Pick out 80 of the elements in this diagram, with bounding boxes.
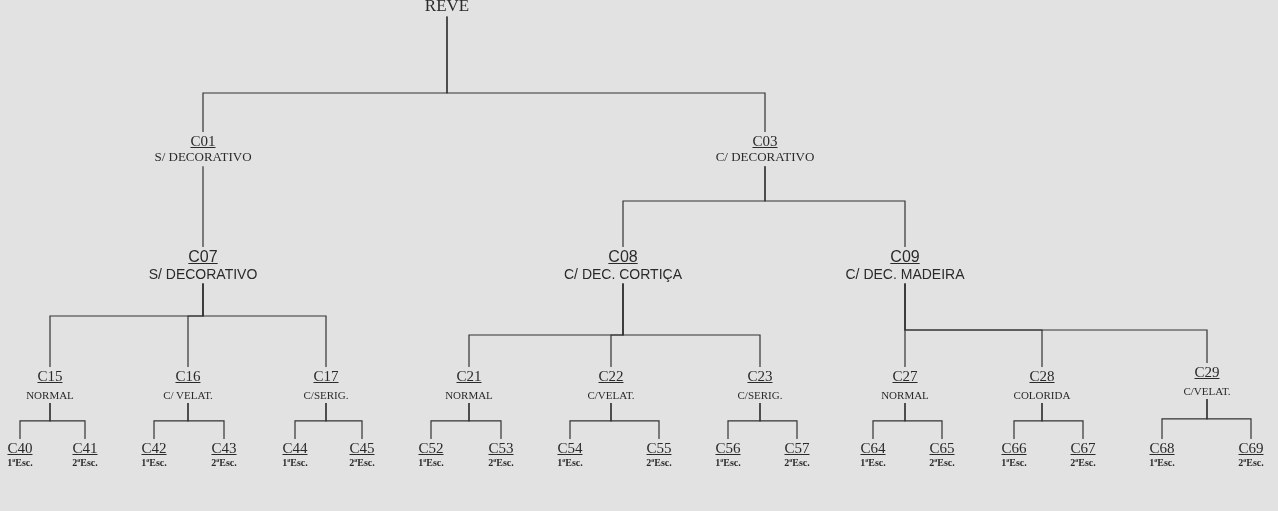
category-description: COLORIDA xyxy=(1013,389,1071,402)
category-description: S/ DECORATIVO xyxy=(148,266,258,283)
connector-line xyxy=(764,165,906,248)
category-code: C22 xyxy=(598,368,624,386)
category-description: 2ªEsc. xyxy=(1070,457,1096,469)
category-description: 1ªEsc. xyxy=(1149,457,1175,469)
category-code: C28 xyxy=(1029,368,1055,386)
category-code: C03 xyxy=(752,133,778,151)
category-code: C53 xyxy=(488,440,514,458)
category-description: C/ VELAT. xyxy=(163,389,213,402)
category-code: C21 xyxy=(456,368,482,386)
category-description: 1ªEsc. xyxy=(557,457,583,469)
category-description: NORMAL xyxy=(445,389,493,402)
connector-line xyxy=(622,282,761,368)
category-description: NORMAL xyxy=(26,389,74,402)
category-description: C/ DEC. MADEIRA xyxy=(845,266,965,283)
root-label: REVE xyxy=(424,0,470,16)
category-description: C/VELAT. xyxy=(1183,385,1231,398)
category-code: C55 xyxy=(646,440,672,458)
category-code: C64 xyxy=(860,440,886,458)
category-code: C66 xyxy=(1001,440,1027,458)
category-description: 1ªEsc. xyxy=(141,457,167,469)
connector-line xyxy=(1041,402,1084,440)
category-description: 2ªEsc. xyxy=(646,457,672,469)
category-description: C/ DECORATIVO xyxy=(715,150,815,166)
connector-line xyxy=(446,15,766,133)
category-code: C40 xyxy=(7,440,33,458)
category-description: C/SERIG. xyxy=(737,389,783,402)
category-description: NORMAL xyxy=(881,389,929,402)
category-code: C52 xyxy=(418,440,444,458)
category-description: 2ªEsc. xyxy=(784,457,810,469)
category-code: C07 xyxy=(188,248,218,267)
category-description: 1ªEsc. xyxy=(7,457,33,469)
category-description: 2ªEsc. xyxy=(929,457,955,469)
category-description: C/ DEC. CORTIÇA xyxy=(564,266,682,283)
connector-line xyxy=(468,402,502,440)
category-description: 2ªEsc. xyxy=(1238,457,1264,469)
category-code: C23 xyxy=(747,368,773,386)
category-description: S/ DECORATIVO xyxy=(154,150,252,166)
connector-line xyxy=(325,402,363,440)
category-description: 2ªEsc. xyxy=(488,457,514,469)
category-description: 2ªEsc. xyxy=(72,457,98,469)
connector-line xyxy=(202,282,327,368)
connector-line xyxy=(759,402,798,440)
category-code: C17 xyxy=(313,368,339,386)
category-code: C16 xyxy=(175,368,201,386)
category-code: C29 xyxy=(1194,364,1220,382)
category-description: 1ªEsc. xyxy=(418,457,444,469)
category-description: 2ªEsc. xyxy=(349,457,375,469)
category-code: C15 xyxy=(37,368,63,386)
category-code: C27 xyxy=(892,368,918,386)
category-code: C09 xyxy=(890,248,920,267)
category-code: C41 xyxy=(72,440,98,458)
category-description: 1ªEsc. xyxy=(1001,457,1027,469)
category-code: C57 xyxy=(784,440,810,458)
connector-line xyxy=(1206,398,1252,440)
category-code: C08 xyxy=(608,248,638,267)
category-code: C69 xyxy=(1238,440,1264,458)
category-code: C43 xyxy=(211,440,237,458)
category-description: 1ªEsc. xyxy=(860,457,886,469)
category-description: 2ªEsc. xyxy=(211,457,237,469)
category-description: 1ªEsc. xyxy=(715,457,741,469)
category-code: C42 xyxy=(141,440,167,458)
category-code: C68 xyxy=(1149,440,1175,458)
connector-line xyxy=(187,402,225,440)
category-code: C65 xyxy=(929,440,955,458)
connector-line xyxy=(904,402,943,440)
category-code: C56 xyxy=(715,440,741,458)
category-code: C67 xyxy=(1070,440,1096,458)
category-description: C/VELAT. xyxy=(587,389,635,402)
connector-line xyxy=(610,402,660,440)
category-description: 1ªEsc. xyxy=(282,457,308,469)
category-code: C44 xyxy=(282,440,308,458)
category-code: C54 xyxy=(557,440,583,458)
connector-line xyxy=(904,282,1208,364)
connector-line xyxy=(202,165,204,248)
category-description: C/SERIG. xyxy=(303,389,349,402)
connector-line xyxy=(49,402,86,440)
category-code: C01 xyxy=(190,133,216,151)
category-code: C45 xyxy=(349,440,375,458)
